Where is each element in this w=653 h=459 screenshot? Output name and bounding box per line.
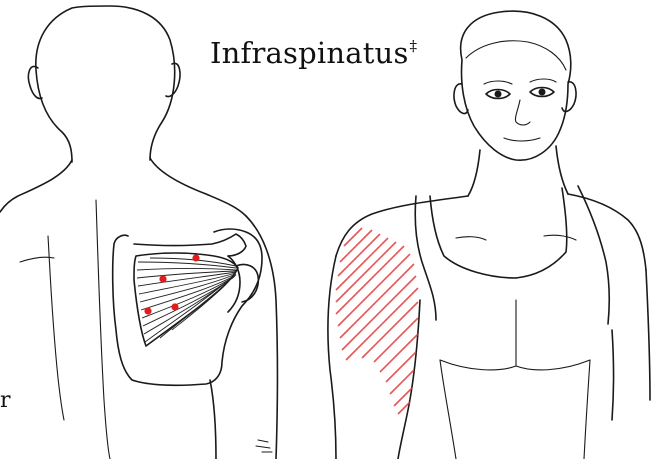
tank-top-left-strap	[415, 196, 516, 320]
title-footnote-mark: ‡	[410, 37, 418, 55]
back-head-outline	[36, 6, 175, 162]
front-hairline	[466, 41, 566, 70]
back-elbow-marks	[256, 440, 272, 452]
trigger-point-1	[192, 254, 199, 261]
front-left-arm-outer	[328, 256, 336, 459]
title-text: Infraspinatus	[210, 36, 409, 70]
nose	[515, 100, 530, 125]
front-head-outline	[461, 11, 571, 160]
back-left-torso-line	[48, 236, 64, 420]
front-neck	[468, 146, 568, 196]
front-right-shoulder	[568, 194, 646, 270]
front-right-arm	[612, 270, 650, 420]
mouth	[504, 138, 540, 141]
tank-top-right-strap	[516, 186, 609, 324]
front-left-arm-inner	[398, 300, 420, 459]
back-figure	[0, 6, 278, 459]
eyes	[484, 79, 556, 99]
infraspinatus-fibers	[137, 258, 236, 342]
torso-lower-lines	[440, 360, 590, 459]
back-neck-right	[150, 158, 246, 216]
trigger-point-2	[159, 275, 166, 282]
figure-title: Infraspinatus‡	[210, 36, 417, 70]
front-figure	[328, 11, 650, 459]
trigger-point-4	[144, 307, 151, 314]
back-spine-line	[96, 200, 110, 459]
cropped-edge-letter: r	[0, 388, 11, 413]
chest-lines	[440, 235, 590, 370]
back-neck-left	[0, 160, 72, 212]
referred-pain-hatching	[336, 228, 418, 414]
trigger-point-3	[171, 303, 178, 310]
front-right-ear	[562, 82, 576, 112]
back-right-arm-inner	[210, 380, 216, 459]
